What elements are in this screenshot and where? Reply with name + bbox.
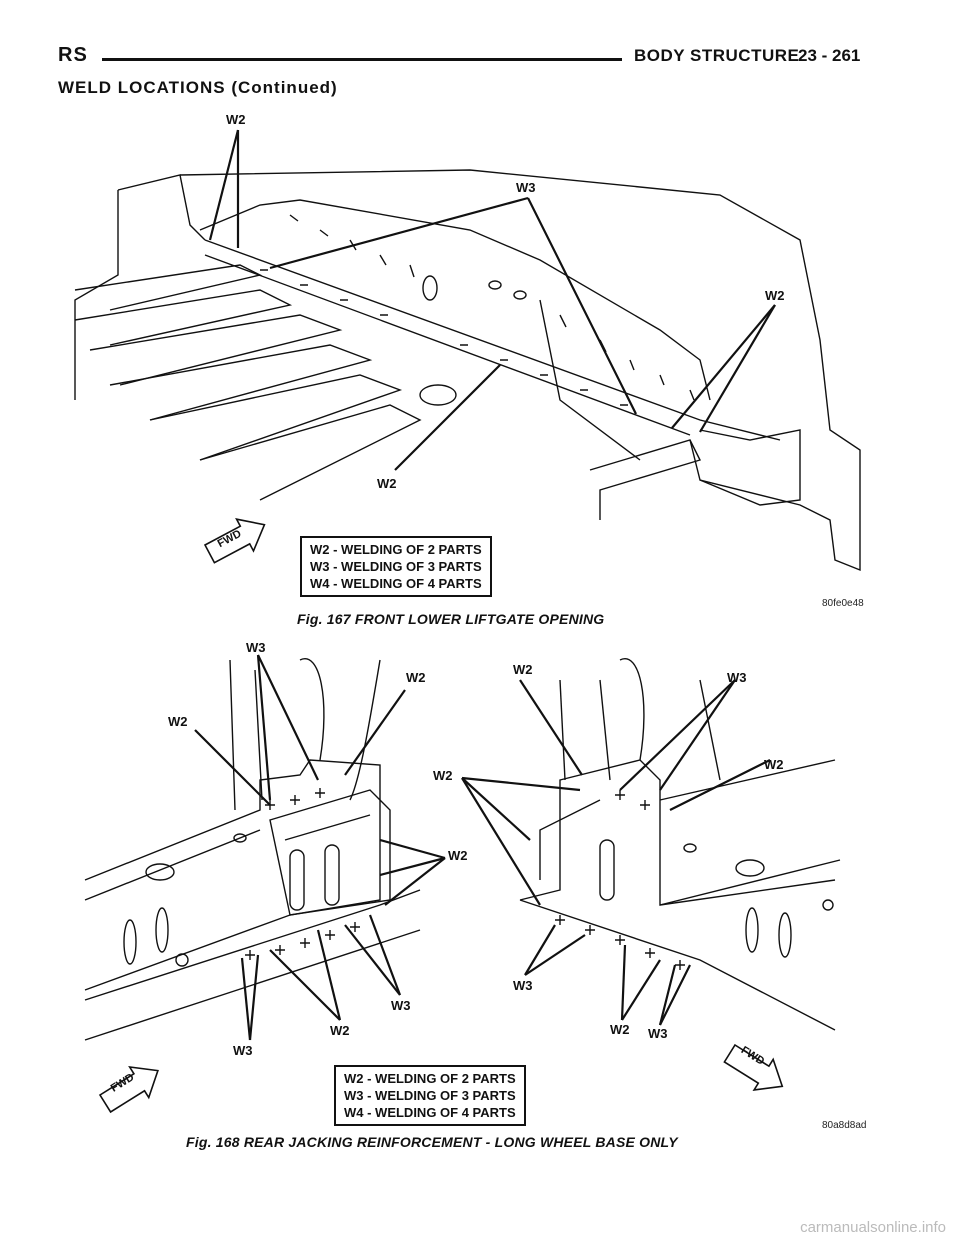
section-title: WELD LOCATIONS (Continued) [58,78,338,97]
footer-watermark: carmanualsonline.info [800,1219,946,1236]
legend-line: W2 - WELDING OF 2 PARTS [310,542,482,557]
header-title: BODY STRUCTURE [634,46,800,65]
legend-line: W4 - WELDING OF 4 PARTS [344,1105,516,1120]
figure-168-drawing [84,654,841,1114]
legend-line: W3 - WELDING OF 3 PARTS [310,559,482,574]
fig2-code: 80a8d8ad [822,1120,867,1131]
legend-line: W3 - WELDING OF 3 PARTS [344,1088,516,1103]
fig2-label: W3 [233,1043,253,1058]
fig1-label-w2-bottom: W2 [377,476,397,491]
fig1-label-w2-top: W2 [226,112,246,127]
fig1-code: 80fe0e48 [822,598,864,609]
fig2-label: W3 [727,670,747,685]
fig2-label: W3 [391,998,411,1013]
fig2-label: W3 [513,978,533,993]
fig1-label-w2-right: W2 [765,288,785,303]
header-rule [102,58,622,61]
legend-line: W2 - WELDING OF 2 PARTS [344,1071,516,1086]
header-left: RS [58,44,88,66]
fig2-label: W2 [406,670,426,685]
figure-167-drawing [74,129,861,572]
fig2-label: W2 [330,1023,350,1038]
legend-line: W4 - WELDING OF 4 PARTS [310,576,482,591]
fig2-label: W2 [433,768,453,783]
page-number: 23 - 261 [798,46,861,65]
fig2-legend: W2 - WELDING OF 2 PARTS W3 - WELDING OF … [334,1065,526,1126]
fig2-label: W3 [246,640,266,655]
fig2-label: W2 [513,662,533,677]
fig2-label: W3 [648,1026,668,1041]
fig2-label: W2 [610,1022,630,1037]
fig2-label: W2 [764,757,784,772]
fig1-label-w3: W3 [516,180,536,195]
fig1-caption: Fig. 167 FRONT LOWER LIFTGATE OPENING [297,611,605,627]
fig2-label: W2 [448,848,468,863]
fig2-caption: Fig. 168 REAR JACKING REINFORCEMENT - LO… [186,1134,678,1150]
fig2-label: W2 [168,714,188,729]
fig1-legend: W2 - WELDING OF 2 PARTS W3 - WELDING OF … [300,536,492,597]
